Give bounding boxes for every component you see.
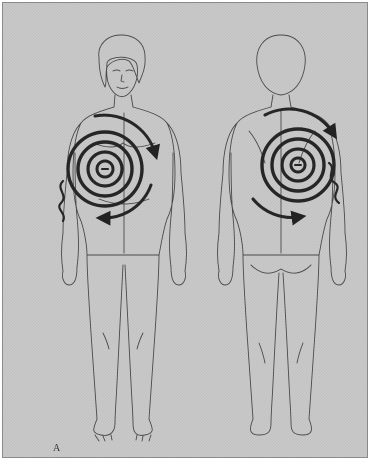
panel-label: A (53, 444, 60, 454)
figure-canvas (3, 3, 368, 458)
figure-background (3, 3, 368, 458)
anatomical-figure: A (2, 2, 368, 458)
